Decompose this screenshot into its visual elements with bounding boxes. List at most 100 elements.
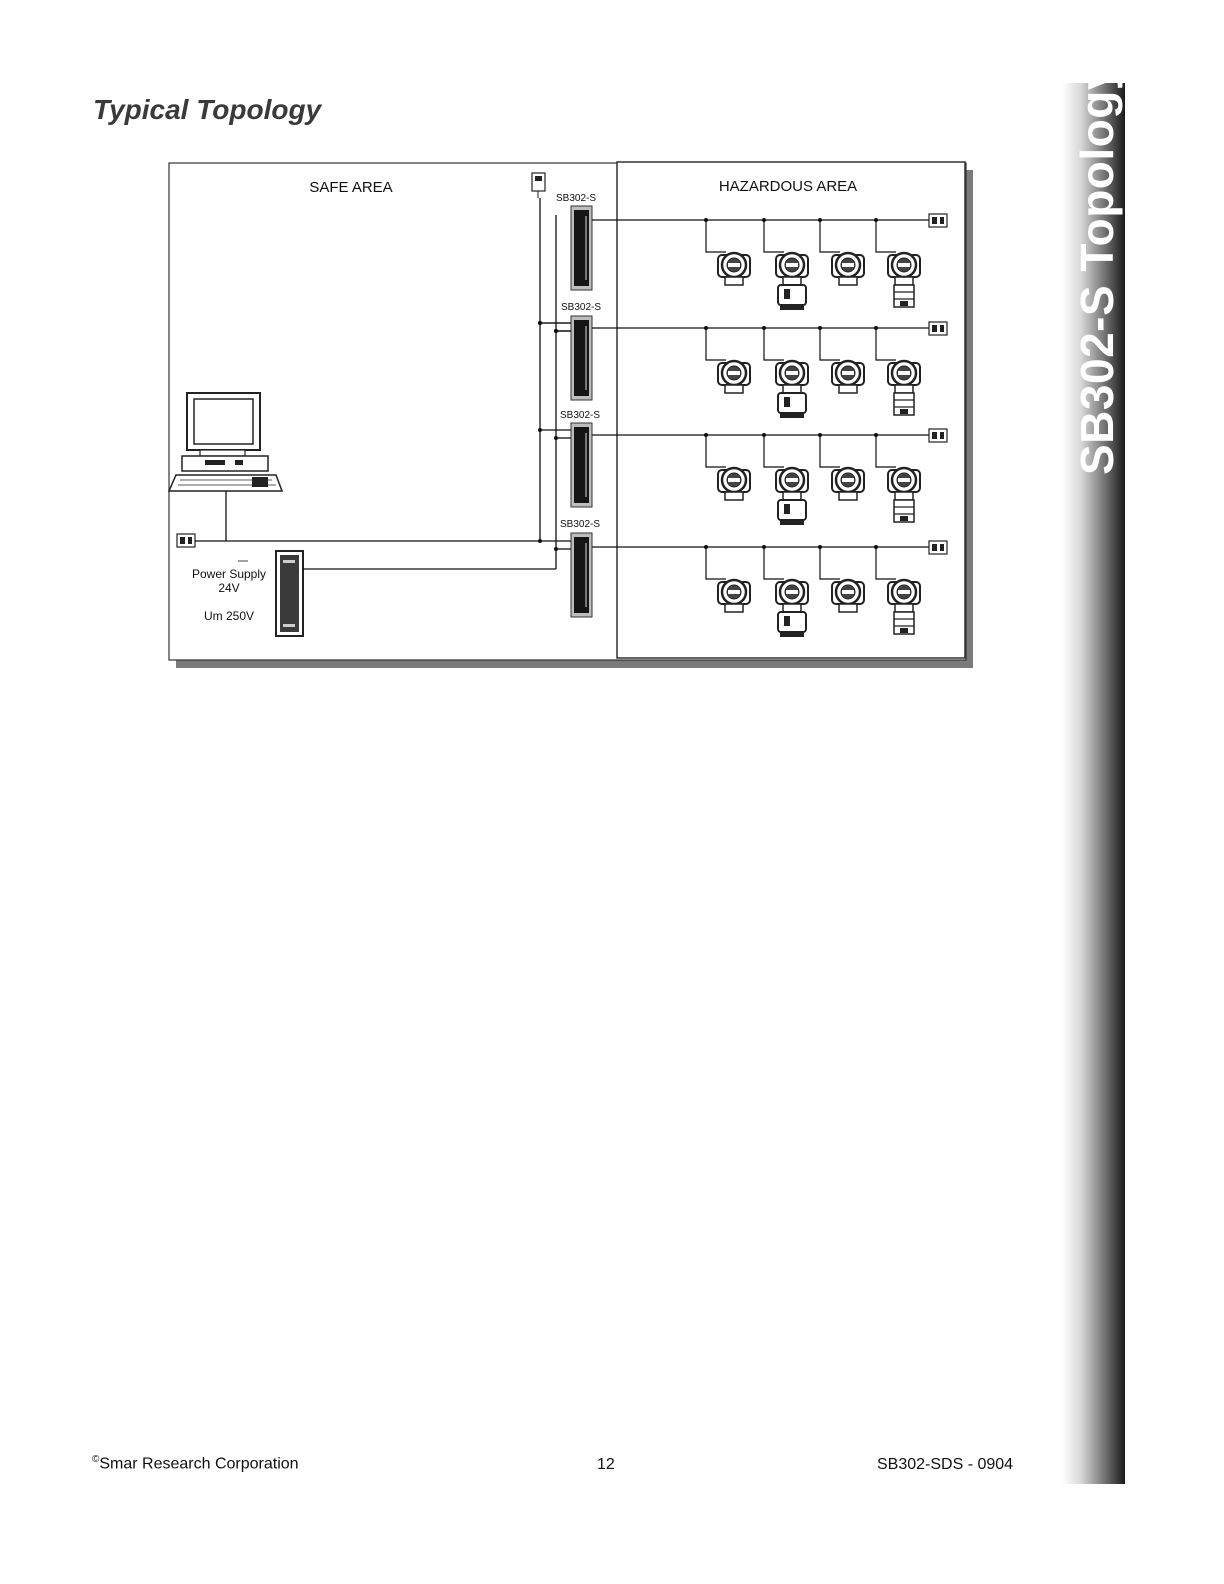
transmitter-tip [900, 628, 908, 633]
device-drop-line [875, 220, 896, 253]
sb302-s-barrier-icon [570, 422, 593, 508]
transmitter-window [898, 590, 910, 594]
power-supply-rating: Um 250V [204, 609, 254, 623]
device-drop-line [763, 547, 784, 580]
transmitter-sensor-part [784, 289, 790, 299]
field-transmitter-icon [887, 359, 921, 416]
transmitter-window [898, 371, 910, 375]
transmitter-neck [894, 491, 914, 501]
terminator-part [932, 432, 937, 439]
transmitter-window [786, 263, 798, 267]
transmitter-neck [894, 384, 914, 394]
barrier-label: SB302-S [560, 519, 600, 530]
terminator-part [940, 217, 944, 224]
power-supply-label: Power Supply [192, 567, 266, 581]
barrier-face [574, 537, 589, 613]
device-drop-line [819, 328, 840, 361]
transmitter-neck [838, 491, 858, 501]
copyright-symbol: © [92, 1454, 100, 1465]
field-transmitter-icon [717, 578, 751, 613]
transmitter-flange [780, 632, 804, 637]
transmitter-window [842, 263, 854, 267]
field-transmitter-icon [775, 359, 809, 418]
barrier-face [574, 320, 589, 396]
field-transmitter-icon [717, 359, 751, 394]
junction-dot [538, 321, 542, 325]
field-transmitter-icon [887, 251, 921, 308]
side-tab-band [1062, 83, 1125, 1484]
safe-area-label: SAFE AREA [309, 179, 392, 196]
terminator-part [940, 432, 944, 439]
transmitter-neck [724, 491, 744, 501]
terminator-body [928, 540, 948, 555]
terminator-part [932, 544, 937, 551]
transmitter-tip [900, 301, 908, 306]
device-drop-line [875, 328, 896, 361]
terminator-part [940, 325, 944, 332]
barrier-label: SB302-S [560, 410, 600, 421]
transmitter-window [842, 590, 854, 594]
transmitter-sensor [777, 392, 807, 414]
transmitter-sensor [777, 499, 807, 521]
transmitter-sensor-part [784, 616, 790, 626]
device-drop-line [705, 220, 726, 253]
junction-dot [538, 539, 542, 543]
transmitter-window [898, 263, 910, 267]
transmitter-neck [894, 276, 914, 286]
terminator-right-icon [928, 213, 948, 228]
barrier-face [574, 427, 589, 503]
junction-dot [538, 428, 542, 432]
terminator-part [932, 325, 937, 332]
device-drop-line [763, 220, 784, 253]
transmitter-sensor [777, 284, 807, 306]
field-transmitter-icon [775, 578, 809, 637]
transmitter-window [728, 371, 740, 375]
terminator-body [928, 428, 948, 443]
device-drop-line [875, 547, 896, 580]
transmitter-neck [838, 603, 858, 613]
field-transmitter-icon [887, 466, 921, 523]
field-transmitter-icon [831, 578, 865, 613]
transmitter-tip [900, 409, 908, 414]
field-transmitter-icon [717, 466, 751, 501]
field-transmitter-icon [717, 251, 751, 286]
terminator-part [940, 544, 944, 551]
transmitter-window [842, 371, 854, 375]
transmitter-window [728, 478, 740, 482]
transmitter-window [842, 478, 854, 482]
workstation-icon [167, 392, 284, 492]
terminator-right-icon [928, 540, 948, 555]
footer-doc-code: SB302-SDS - 0904 [877, 1456, 1014, 1473]
field-transmitter-icon [775, 251, 809, 310]
device-drop-line [705, 435, 726, 468]
device-drop-line [763, 328, 784, 361]
transmitter-neck [724, 603, 744, 613]
hazardous-area-label: HAZARDOUS AREA [719, 178, 857, 195]
fieldbus-segments [538, 205, 948, 637]
footer-company: ©Smar Research Corporation [92, 1454, 299, 1473]
transmitter-sensor-part [784, 504, 790, 514]
power-supply-voltage: 24V [218, 581, 239, 595]
transmitter-body [893, 392, 915, 416]
device-drop-line [705, 328, 726, 361]
transmitter-window [728, 263, 740, 267]
transmitter-body [893, 499, 915, 523]
transmitter-window [786, 478, 798, 482]
transmitter-neck [838, 384, 858, 394]
topology-diagram: SAFE AREA HAZARDOUS AREA Power Supply 24… [0, 0, 1224, 700]
transmitter-window [898, 478, 910, 482]
device-drop-line [819, 220, 840, 253]
sb302-s-barrier-icon [570, 315, 593, 401]
terminator-body [928, 321, 948, 336]
transmitter-neck [782, 603, 802, 613]
transmitter-neck [894, 603, 914, 613]
field-transmitter-icon [887, 578, 921, 635]
terminator-right-icon [928, 428, 948, 443]
device-drop-line [705, 547, 726, 580]
sb302-s-barrier-icon [570, 205, 593, 291]
transmitter-flange [780, 305, 804, 310]
transmitter-flange [780, 413, 804, 418]
transmitter-sensor [777, 611, 807, 633]
barrier-label: SB302-S [556, 193, 596, 204]
footer-page-number: 12 [597, 1456, 615, 1473]
